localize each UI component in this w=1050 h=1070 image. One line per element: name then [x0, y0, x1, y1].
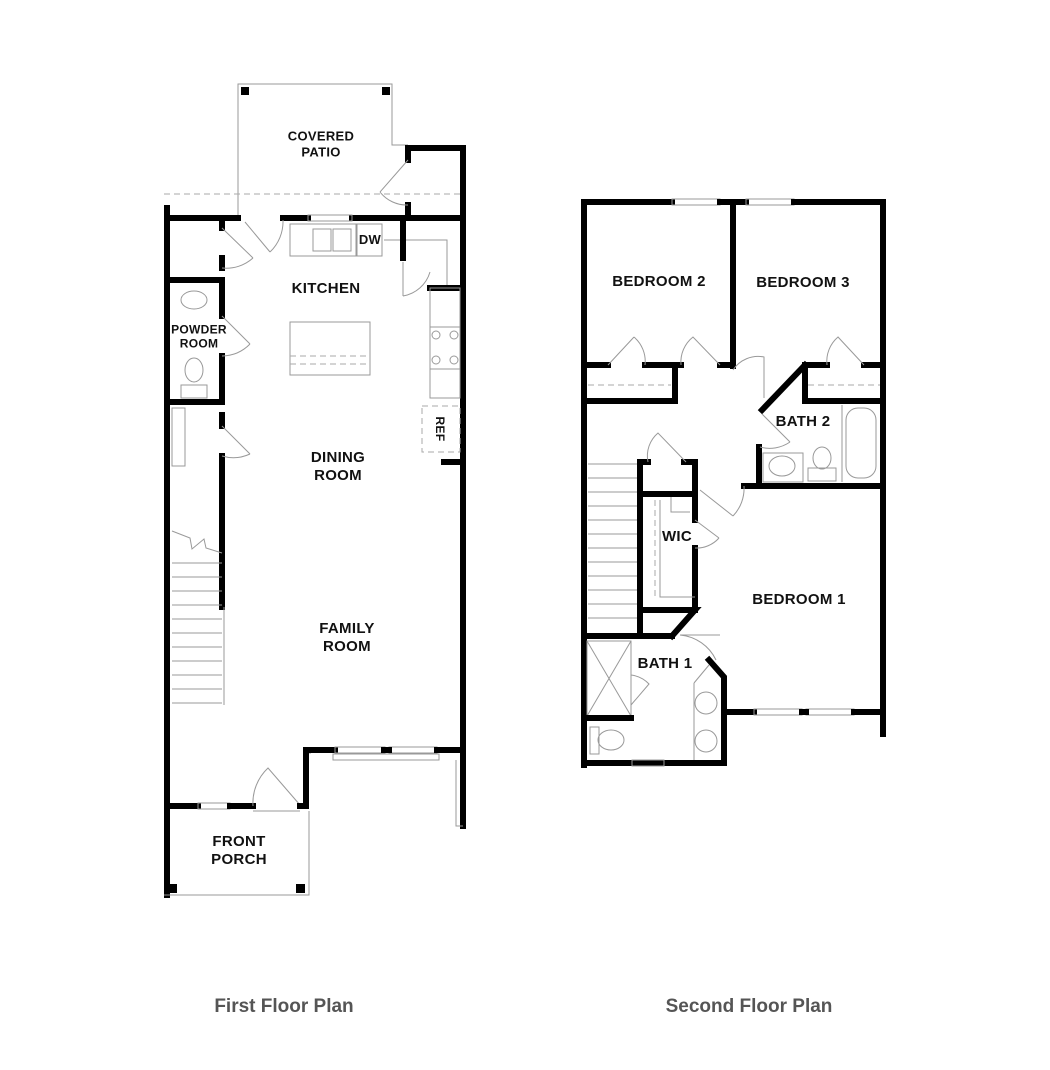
room-label-bedroom-2: BEDROOM 2	[612, 273, 706, 290]
room-label-front-porch: FRONT PORCH	[211, 833, 267, 869]
family-room-line-2: ROOM	[323, 638, 371, 655]
room-label-dining-room: DINING ROOM	[311, 449, 365, 485]
front-porch-line-1: FRONT	[212, 833, 266, 850]
room-label-wic: WIC	[661, 528, 693, 545]
powder-room-line-1: POWDER	[171, 322, 227, 337]
caption-second-floor-plan: Second Floor Plan	[665, 996, 833, 1017]
covered-patio-line-1: COVERED	[287, 128, 355, 144]
room-label-bedroom-1: BEDROOM 1	[752, 591, 846, 608]
first-floor-plan	[164, 83, 466, 898]
powder-room-line-2: ROOM	[179, 337, 219, 351]
caption-first-floor-plan: First Floor Plan	[214, 996, 354, 1017]
room-label-family-room: FAMILY ROOM	[319, 620, 374, 656]
dining-room-line-2: ROOM	[314, 467, 362, 484]
room-label-powder-room: POWDER ROOM	[171, 323, 227, 352]
room-label-bath-1: BATH 1	[637, 655, 693, 672]
room-label-kitchen: KITCHEN	[291, 280, 361, 297]
label-refrigerator: REF	[433, 416, 448, 442]
family-room-line-1: FAMILY	[319, 620, 375, 637]
second-floor-plan	[581, 198, 886, 768]
room-label-covered-patio: COVERED PATIO	[288, 128, 354, 159]
label-dishwasher: DW	[358, 232, 382, 248]
room-label-bedroom-3: BEDROOM 3	[756, 274, 850, 291]
dining-room-line-1: DINING	[310, 449, 366, 466]
front-porch-line-2: PORCH	[211, 851, 267, 868]
room-label-bath-2: BATH 2	[775, 413, 831, 430]
covered-patio-line-2: PATIO	[301, 144, 341, 159]
